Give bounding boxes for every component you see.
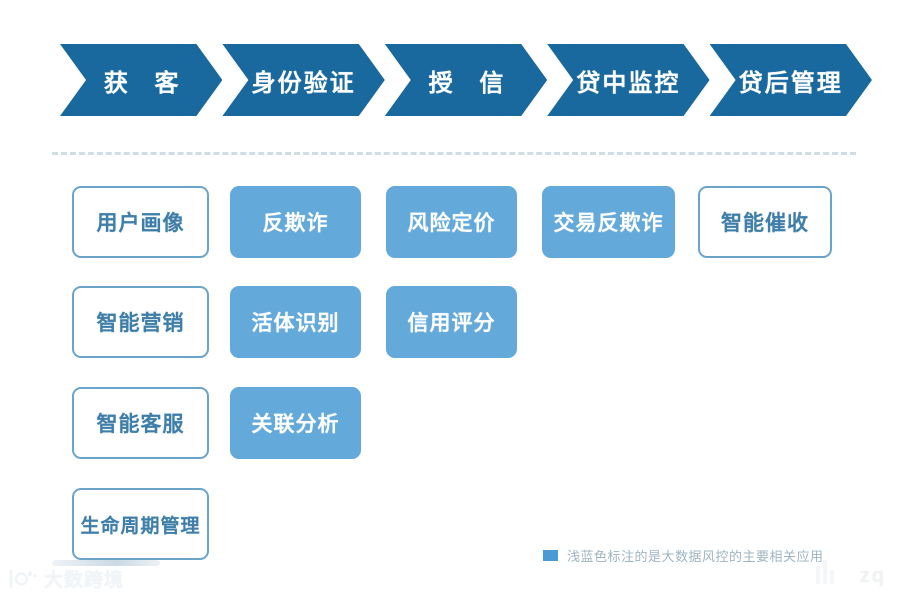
capability-card[interactable]: 智能客服: [72, 387, 209, 459]
process-step-3[interactable]: 授 信: [384, 44, 548, 116]
capability-card[interactable]: 生命周期管理: [72, 488, 209, 560]
brand-logo-icon: [9, 569, 37, 588]
section-divider: [52, 152, 856, 155]
legend-label: 浅蓝色标注的是大数据风控的主要相关应用: [567, 549, 824, 564]
capability-card[interactable]: 活体识别: [230, 286, 361, 358]
process-step-5[interactable]: 贷后管理: [709, 44, 872, 116]
watermark-accent-bar: [52, 560, 160, 566]
capability-card[interactable]: 信用评分: [386, 286, 517, 358]
capability-card-label: 信用评分: [407, 312, 496, 335]
legend-swatch-icon: [543, 550, 558, 561]
legend: 浅蓝色标注的是大数据风控的主要相关应用: [543, 546, 824, 565]
capability-card-label: 交易反欺诈: [553, 212, 664, 235]
capability-card-label: 活体识别: [251, 312, 340, 335]
process-step-1[interactable]: 获 客: [60, 44, 223, 116]
process-banner: 获 客 身份验证 授 信 贷中监控 贷后管理: [60, 44, 872, 116]
capability-card-label: 智能催收: [721, 212, 809, 235]
capability-card-label: 智能客服: [96, 413, 185, 436]
capability-card-label: 反欺诈: [262, 212, 329, 235]
capability-card-label: 智能营销: [96, 312, 185, 335]
capability-card-label: 风险定价: [407, 212, 496, 235]
process-step-2[interactable]: 身份验证: [222, 44, 385, 116]
capability-card-label: 生命周期管理: [80, 515, 201, 537]
capability-card[interactable]: 关联分析: [230, 387, 361, 459]
process-step-label: 贷后管理: [738, 69, 843, 97]
process-step-label: 身份验证: [251, 69, 356, 97]
capability-card[interactable]: 用户画像: [72, 186, 209, 258]
watermark-bottom-right: zq: [859, 565, 886, 587]
capability-card[interactable]: 交易反欺诈: [542, 186, 675, 258]
capability-card[interactable]: 风险定价: [386, 186, 517, 258]
process-step-4[interactable]: 贷中监控: [547, 44, 710, 116]
capability-card-label: 关联分析: [251, 413, 340, 436]
watermark-bars-icon: [816, 558, 838, 584]
process-step-label: 获 客: [103, 69, 189, 97]
capability-card-label: 用户画像: [96, 212, 185, 235]
capability-card[interactable]: 反欺诈: [230, 186, 361, 258]
process-step-label: 贷中监控: [576, 69, 681, 97]
process-step-label: 授 信: [428, 69, 514, 97]
watermark-bottom-left: 大数跨境: [8, 565, 124, 592]
watermark-bottom-left-text: 大数跨境: [44, 570, 125, 591]
capability-card[interactable]: 智能催收: [698, 186, 832, 258]
capability-card[interactable]: 智能营销: [72, 286, 209, 358]
